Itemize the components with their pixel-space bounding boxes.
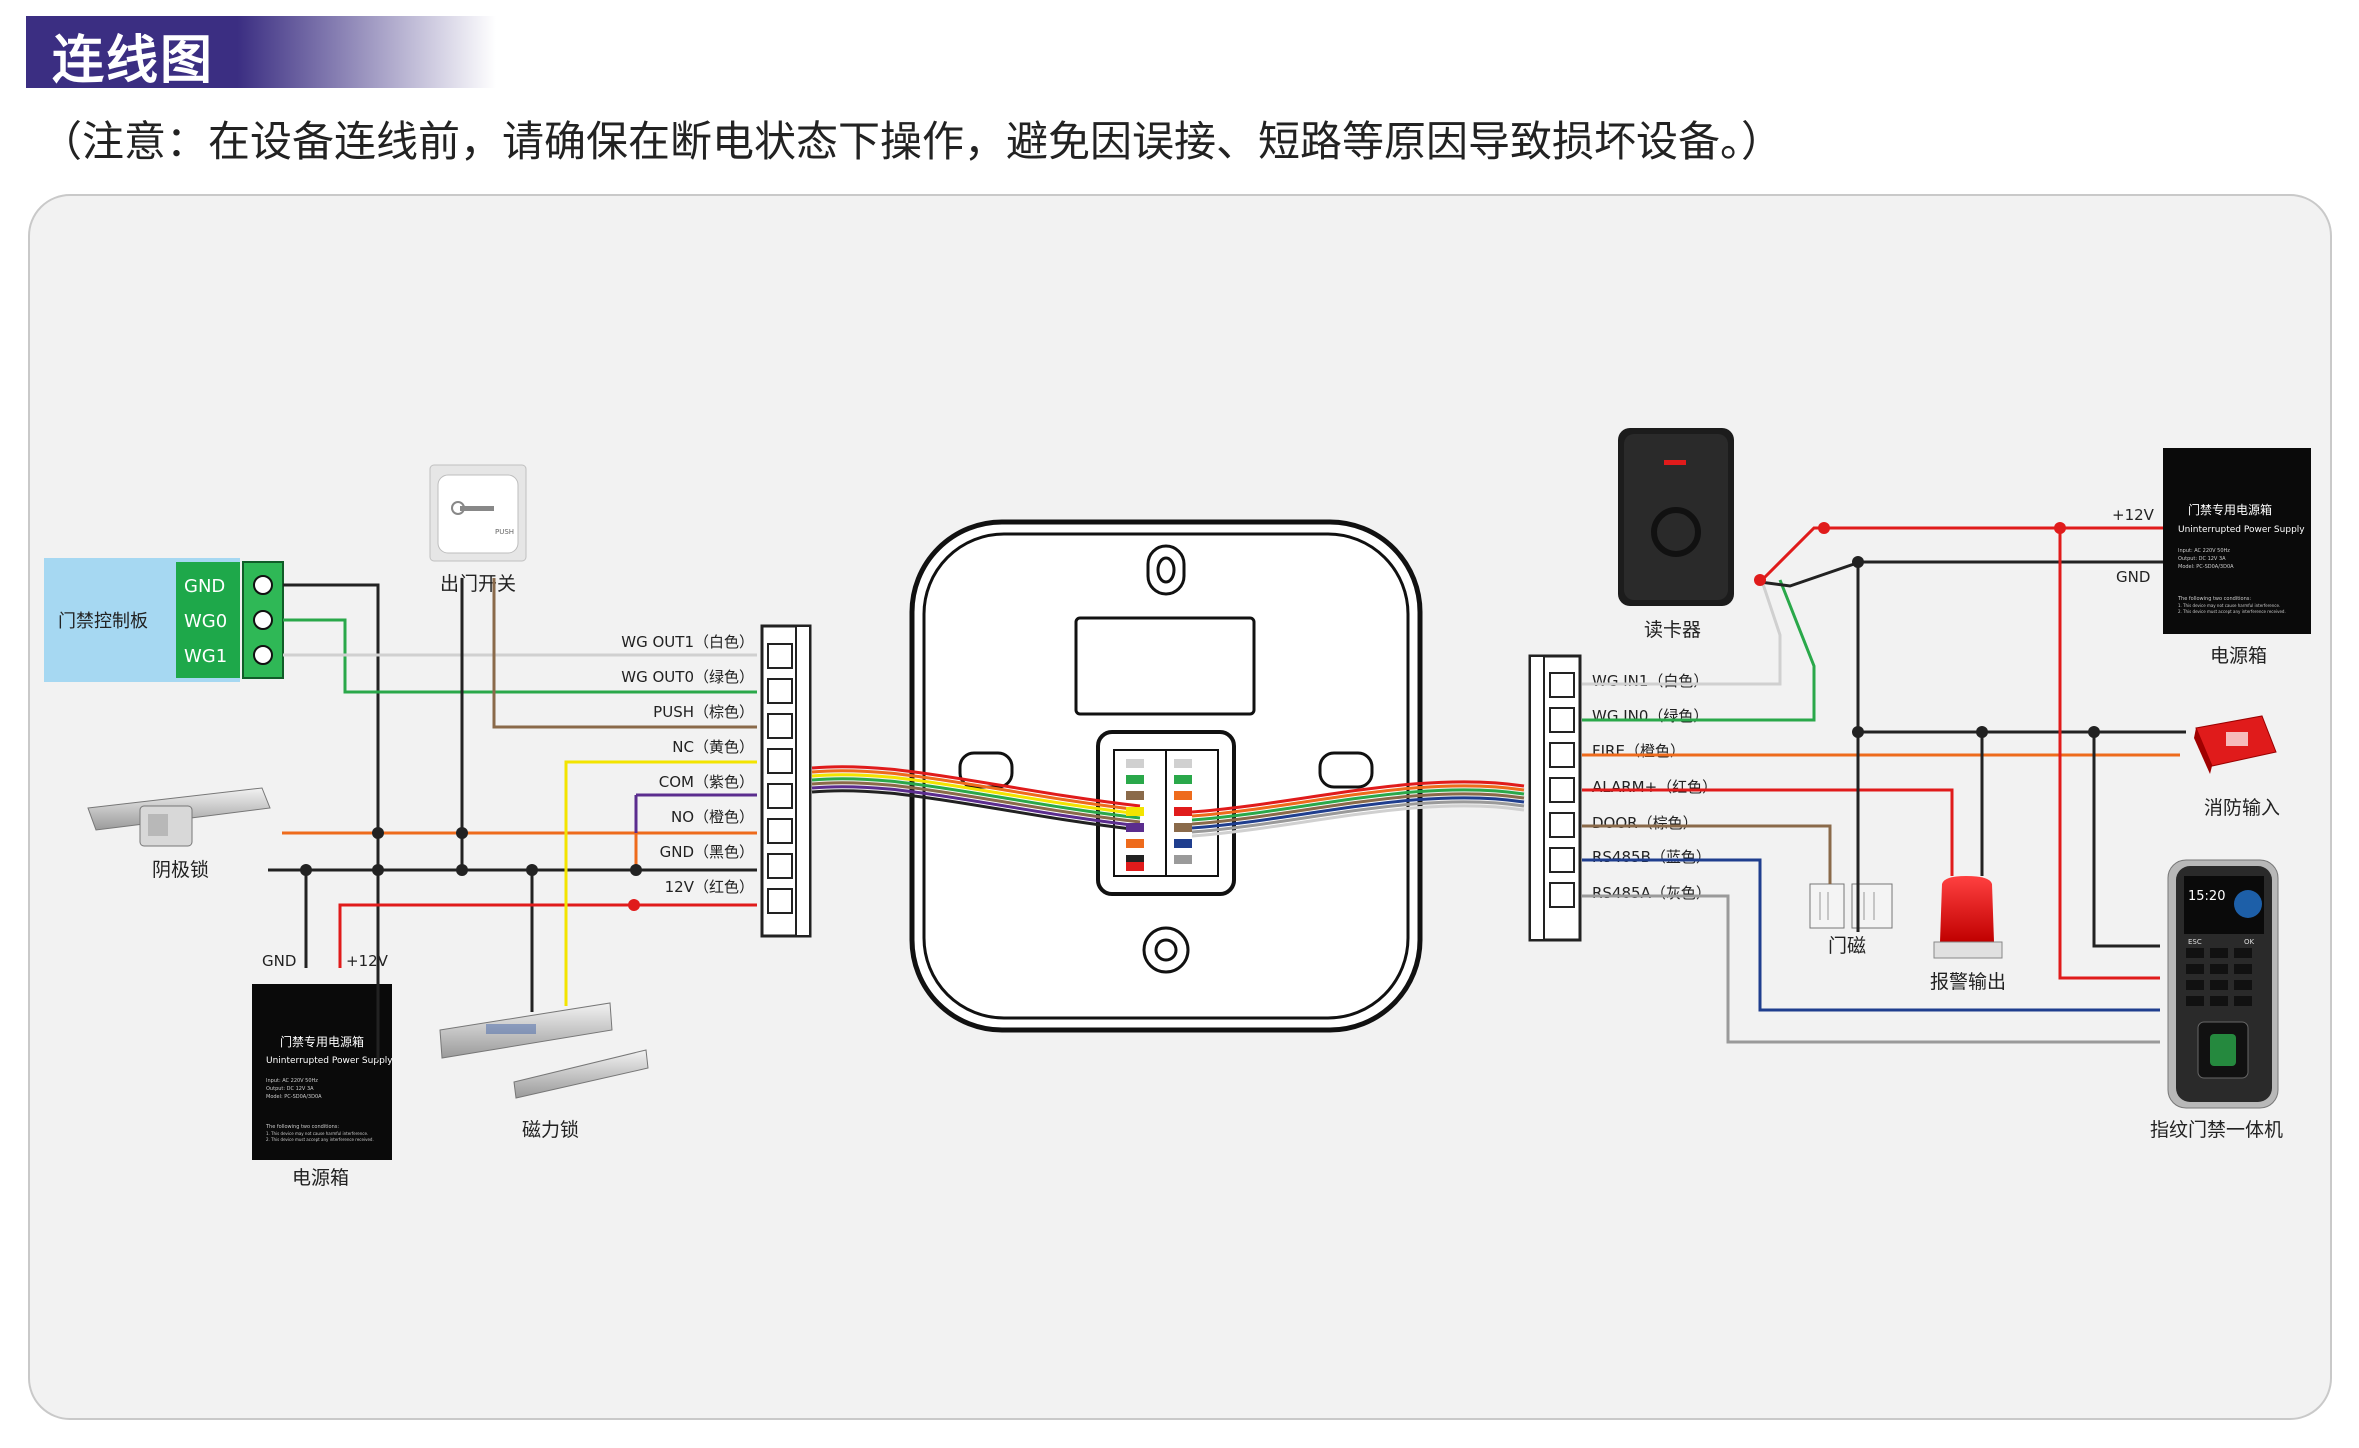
svg-text:Output: DC 12V 3A: Output: DC 12V 3A <box>2178 556 2226 562</box>
pin-label: FIRE（橙色） <box>1592 742 1685 760</box>
svg-text:Uninterrupted Power Supply: Uninterrupted Power Supply <box>266 1056 393 1066</box>
terminal-ok: OK <box>2244 938 2255 946</box>
exit-switch-button <box>437 474 519 554</box>
exit-switch-push-text: PUSH <box>495 528 514 536</box>
svg-text:门禁专用电源箱: 门禁专用电源箱 <box>280 1034 364 1049</box>
svg-text:1. This device may not cause h: 1. This device may not cause harmful int… <box>266 1131 368 1136</box>
pin-label: NO（橙色） <box>671 808 754 826</box>
pin-label: ALARM+（红色） <box>1592 778 1717 796</box>
card-reader-label: 读卡器 <box>1644 619 1701 641</box>
cathode-lock <box>87 787 271 847</box>
power-box-right-gnd: GND <box>2116 568 2150 586</box>
svg-text:The following two conditions:: The following two conditions: <box>265 1124 339 1130</box>
card-reader <box>1618 428 1734 606</box>
fire-input-box <box>2194 715 2277 774</box>
pin-label: NC（黄色） <box>672 738 754 756</box>
control-board-label: 门禁控制板 <box>58 611 148 632</box>
svg-text:Model: PC-SD0A/3D0A: Model: PC-SD0A/3D0A <box>266 1094 322 1100</box>
left-junctions <box>300 827 642 911</box>
pin-label: WG OUT1（白色） <box>621 633 754 651</box>
safety-note: （注意：在设备连线前，请确保在断电状态下操作，避免因误接、短路等原因导致损坏设备… <box>40 117 1784 166</box>
cathode-lock-label: 阴极锁 <box>152 859 209 881</box>
terminal-esc: ESC <box>2188 938 2202 946</box>
pin-label: WG OUT0（绿色） <box>621 668 754 686</box>
svg-text:1. This device may not cause h: 1. This device may not cause harmful int… <box>2178 603 2280 608</box>
terminal-gnd-label: GND <box>184 576 225 597</box>
door-sensor <box>1809 883 1893 929</box>
alarm-light <box>1933 876 2003 959</box>
svg-text:The following two conditions:: The following two conditions: <box>2177 596 2251 602</box>
svg-text:Input: AC 220V 50Hz: Input: AC 220V 50Hz <box>2178 548 2230 554</box>
pin-label: WG IN1（白色） <box>1592 672 1708 690</box>
center-right-pins <box>1174 759 1192 864</box>
key-icon <box>460 506 494 511</box>
fire-input-label: 消防输入 <box>2204 797 2280 819</box>
screw-icon <box>253 645 273 665</box>
right-wires <box>1582 526 2186 1044</box>
pin-label: RS485A（灰色） <box>1592 884 1711 902</box>
control-board-terminal-strip <box>176 562 240 678</box>
svg-text:Model: PC-SD0A/3D0A: Model: PC-SD0A/3D0A <box>2178 564 2234 570</box>
screw-icon <box>253 610 273 630</box>
power-box-right: 门禁专用电源箱 Uninterrupted Power Supply Input… <box>2163 448 2311 634</box>
svg-text:2. This device must accept any: 2. This device must accept any interfere… <box>2178 609 2286 614</box>
access-controller-back <box>909 519 1423 1033</box>
left-connector-labels: WG OUT1（白色） WG OUT0（绿色） PUSH（棕色） NC（黄色） … <box>621 633 754 896</box>
right-connector-labels: WG IN1（白色） WG IN0（绿色） FIRE（橙色） ALARM+（红色… <box>1592 672 1717 902</box>
exit-switch-label: 出门开关 <box>440 573 516 595</box>
pin-label: 12V（红色） <box>665 878 754 896</box>
power-box-right-label: 电源箱 <box>2210 645 2267 667</box>
right-connector-pins <box>1549 672 1575 908</box>
power-box-left-label: 电源箱 <box>292 1167 349 1189</box>
fingerprint-terminal: 15:20 ESC OK <box>2167 859 2279 1109</box>
svg-text:Uninterrupted Power Supply: Uninterrupted Power Supply <box>2178 525 2305 535</box>
left-connector-pins <box>767 643 793 914</box>
pin-label: PUSH（棕色） <box>653 703 754 721</box>
door-sensor-label: 门磁 <box>1828 935 1866 957</box>
pin-label: DOOR（棕色） <box>1592 814 1698 832</box>
diagram-panel <box>28 194 2332 1420</box>
screw-icon <box>253 575 273 595</box>
svg-text:Input: AC 220V 50Hz: Input: AC 220V 50Hz <box>266 1078 318 1084</box>
pin-label: WG IN0（绿色） <box>1592 707 1708 725</box>
power-box-left: 门禁专用电源箱 Uninterrupted Power Supply Input… <box>252 984 393 1160</box>
power-box-right-12v: +12V <box>2112 506 2155 524</box>
fingerprint-terminal-label: 指纹门禁一体机 <box>2150 1119 2283 1141</box>
magnetic-lock <box>439 1002 649 1099</box>
terminal-time: 15:20 <box>2188 889 2225 904</box>
power-box-left-12v: +12V <box>346 952 389 970</box>
page-title: 连线图 <box>52 31 215 91</box>
pin-label: COM（紫色） <box>659 773 754 791</box>
pin-label: RS485B（蓝色） <box>1592 848 1711 866</box>
pin-label: GND（黑色） <box>660 843 754 861</box>
header-bar <box>26 16 496 88</box>
svg-text:2. This device must accept any: 2. This device must accept any interfere… <box>266 1137 374 1142</box>
left-connector <box>760 624 812 938</box>
alarm-output-label: 报警输出 <box>1930 971 2006 993</box>
svg-text:Output: DC 12V 3A: Output: DC 12V 3A <box>266 1086 314 1092</box>
magnetic-lock-label: 磁力锁 <box>522 1119 579 1141</box>
center-left-pins <box>1126 759 1144 871</box>
power-box-left-gnd: GND <box>262 952 296 970</box>
right-junctions <box>1754 522 2100 738</box>
cable-bundle <box>811 765 1525 838</box>
terminal-wg0-label: WG0 <box>184 611 227 632</box>
svg-text:门禁专用电源箱: 门禁专用电源箱 <box>2188 502 2272 517</box>
terminal-wg1-label: WG1 <box>184 646 227 667</box>
key-icon-ring <box>451 501 465 515</box>
left-wires <box>268 578 757 1060</box>
